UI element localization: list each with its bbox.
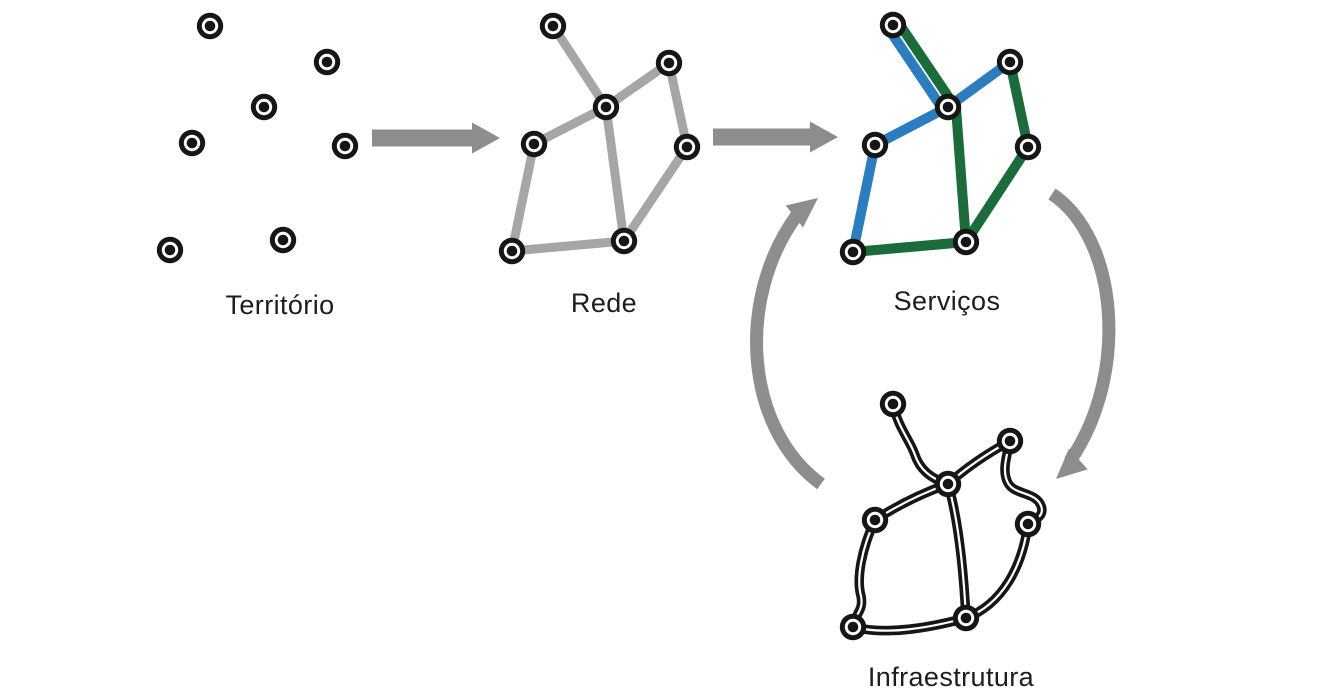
network-label: Rede <box>570 288 638 318</box>
network-edge <box>531 102 609 149</box>
road-casing <box>961 519 1033 623</box>
road-stripe <box>891 402 950 486</box>
infrastructure-label: Infraestrutura <box>867 662 1035 692</box>
arrowhead-icon <box>785 198 818 228</box>
graph-node <box>269 226 297 254</box>
service-edge <box>852 60 1033 257</box>
graph-node <box>996 48 1024 76</box>
graph-node <box>673 133 701 161</box>
graph-node <box>592 93 620 121</box>
transform-arrow <box>713 121 838 153</box>
service-edge <box>883 25 947 111</box>
network-edge <box>549 23 610 110</box>
graph-node <box>839 238 867 266</box>
graph-node <box>879 11 907 39</box>
road-casing <box>848 515 880 632</box>
network-edge <box>601 106 629 242</box>
cycle-arrow <box>750 198 825 490</box>
graph-node <box>655 49 683 77</box>
graph-node <box>156 236 184 264</box>
graph-node <box>520 130 548 158</box>
graph-node <box>178 129 206 157</box>
road-casing <box>888 399 953 489</box>
graph-node <box>934 470 962 498</box>
services-label: Serviços <box>893 286 1001 316</box>
network-edge <box>507 143 539 252</box>
graph-node <box>934 93 962 121</box>
arrowhead-icon <box>1056 448 1088 479</box>
graph-node <box>313 48 341 76</box>
graph-node <box>879 390 907 418</box>
cycle-arrow <box>1048 188 1116 479</box>
territory-label: Território <box>225 290 335 320</box>
graph-node <box>196 12 224 40</box>
graph-node <box>539 12 567 40</box>
graph-node <box>839 613 867 641</box>
network-edge <box>511 236 625 256</box>
services-graph <box>839 11 1042 266</box>
graph-node <box>861 506 889 534</box>
graph-node <box>861 131 889 159</box>
graph-node <box>250 93 278 121</box>
service-edge <box>848 143 880 254</box>
network-edge <box>664 62 692 148</box>
graph-node <box>498 237 526 265</box>
graph-node <box>1014 510 1042 538</box>
graph-node <box>952 604 980 632</box>
graph-node <box>331 132 359 160</box>
territory-graph <box>156 12 359 264</box>
road-stripe <box>1003 439 1043 525</box>
network-graph <box>498 12 701 265</box>
graph-node <box>952 228 980 256</box>
network-edge <box>620 144 691 244</box>
road-casing <box>943 479 971 623</box>
graph-node <box>996 427 1024 455</box>
graph-node <box>610 227 638 255</box>
graph-node <box>1014 133 1042 161</box>
transform-arrow <box>372 122 500 154</box>
infrastructure-graph <box>839 390 1047 641</box>
